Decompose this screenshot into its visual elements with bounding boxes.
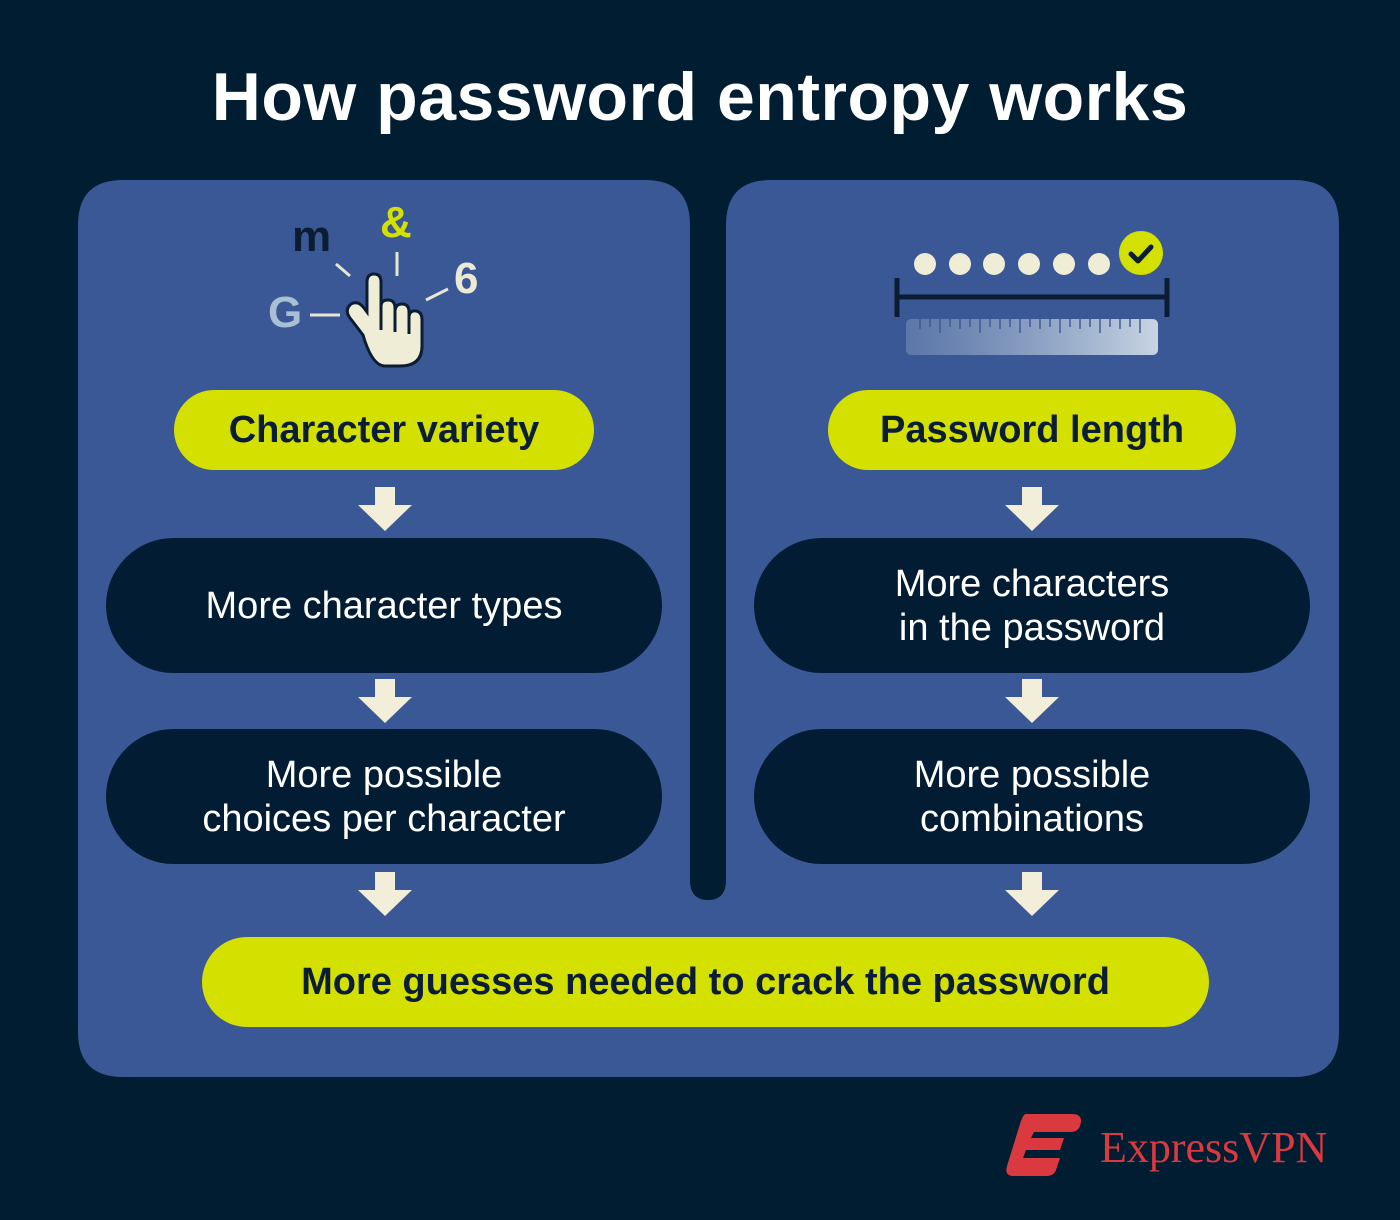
character-variety-heading: Character variety bbox=[174, 390, 594, 470]
arrow-down-icon bbox=[1005, 487, 1059, 531]
expressvpn-wordmark: ExpressVPN bbox=[1100, 1123, 1328, 1172]
arrow-down-icon bbox=[1005, 679, 1059, 723]
arrow-down-icon bbox=[1005, 872, 1059, 916]
expressvpn-logo: ExpressVPN bbox=[1004, 1112, 1334, 1182]
more-characters-line2: in the password bbox=[898, 606, 1166, 649]
arrow-down-icon bbox=[358, 487, 412, 531]
char-ampersand-label: & bbox=[380, 198, 412, 247]
char-g-label: G bbox=[268, 288, 303, 337]
character-variety-illustration: m & 6 G bbox=[250, 190, 510, 380]
arrow-down-icon bbox=[358, 872, 412, 916]
password-length-illustration bbox=[885, 225, 1185, 360]
arrow-down-icon bbox=[358, 679, 412, 723]
char-m-label: m bbox=[292, 212, 332, 261]
expressvpn-logo-icon bbox=[1006, 1114, 1081, 1176]
more-characters-line1: More characters bbox=[894, 562, 1170, 605]
more-characters-box: More characters in the password bbox=[754, 538, 1310, 673]
password-length-heading: Password length bbox=[828, 390, 1236, 470]
hand-pointer-icon bbox=[310, 252, 449, 368]
page-title: How password entropy works bbox=[211, 59, 1189, 135]
more-possible-combinations-line2: combinations bbox=[920, 797, 1144, 840]
more-possible-choices-line1: More possible bbox=[265, 753, 503, 796]
more-possible-combinations-line1: More possible bbox=[913, 753, 1151, 796]
result-heading: More guesses needed to crack the passwor… bbox=[202, 937, 1209, 1027]
more-possible-choices-box: More possible choices per character bbox=[106, 729, 662, 864]
ruler-icon bbox=[894, 231, 1170, 355]
more-possible-combinations-box: More possible combinations bbox=[754, 729, 1310, 864]
char-6-label: 6 bbox=[454, 254, 479, 303]
more-possible-choices-line2: choices per character bbox=[202, 797, 566, 840]
more-character-types-box: More character types bbox=[106, 538, 662, 673]
